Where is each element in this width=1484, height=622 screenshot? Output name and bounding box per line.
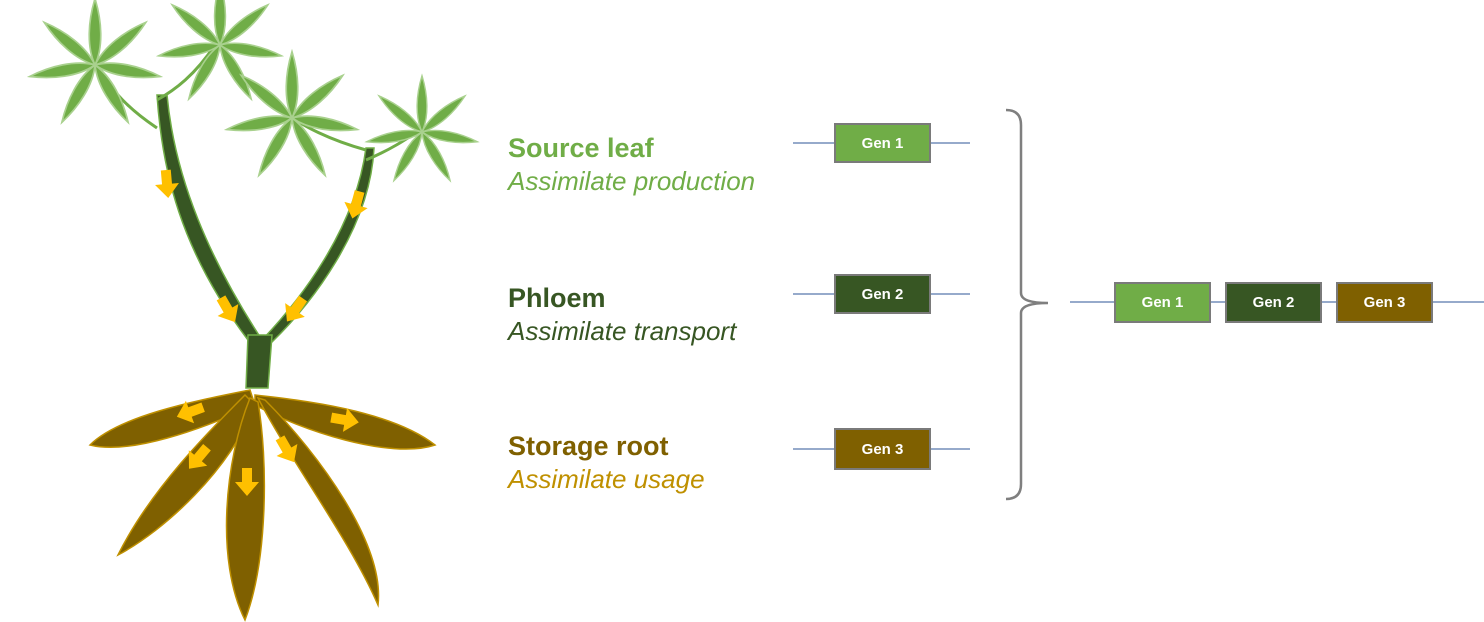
phloem-label: Phloem Assimilate transport — [508, 283, 737, 346]
phloem-subtitle: Assimilate transport — [508, 316, 737, 346]
source-leaf-label: Source leaf Assimilate production — [508, 133, 756, 196]
cassava-plant-illustration — [0, 0, 500, 622]
gene-box-gen3: Gen 3 — [834, 428, 931, 470]
combining-bracket — [1005, 108, 1049, 501]
storage-root-subtitle: Assimilate usage — [508, 464, 705, 494]
combined-gene-box-gen3: Gen 3 — [1336, 282, 1433, 323]
source-leaf-title: Source leaf — [508, 133, 654, 163]
gene-box-gen2: Gen 2 — [834, 274, 931, 314]
gene-box-gen1: Gen 1 — [834, 123, 931, 163]
source-leaf-subtitle: Assimilate production — [508, 166, 756, 196]
combined-gene-box-gen1: Gen 1 — [1114, 282, 1211, 323]
storage-roots — [88, 389, 437, 622]
storage-root-title: Storage root — [508, 431, 669, 461]
combined-gene-box-gen2: Gen 2 — [1225, 282, 1322, 323]
source-leaves — [29, 0, 478, 183]
storage-root-label: Storage root Assimilate usage — [508, 431, 705, 494]
phloem-title: Phloem — [508, 283, 606, 313]
phloem-stems — [156, 94, 375, 389]
